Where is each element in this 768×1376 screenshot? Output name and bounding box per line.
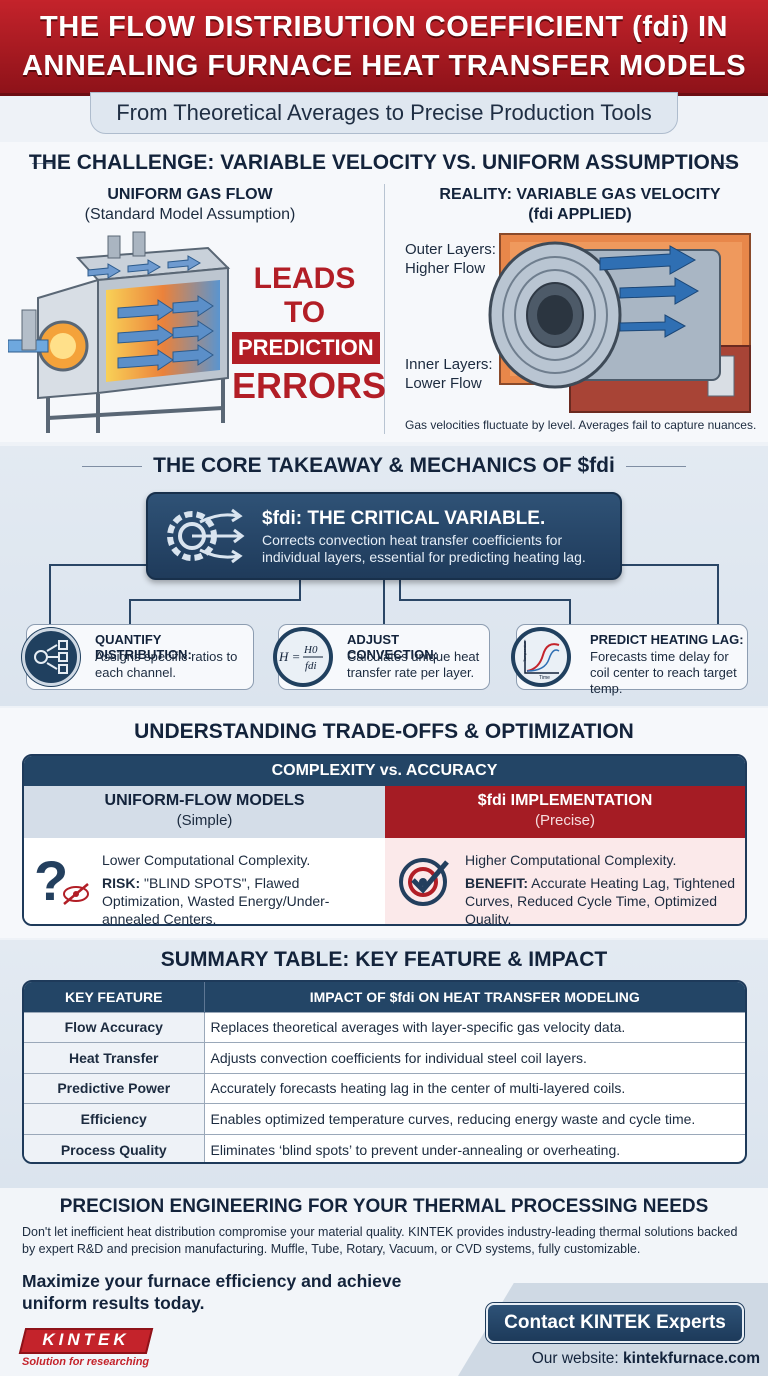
outer-layers-label: Outer Layers: Higher Flow xyxy=(405,240,496,278)
distribution-icon xyxy=(22,628,80,686)
gear-flow-icon xyxy=(167,508,245,564)
website-line: Our website: kintekfurnace.com xyxy=(470,1350,760,1368)
website-link[interactable]: kintekfurnace.com xyxy=(623,1350,760,1367)
coil-illustration xyxy=(488,233,751,413)
card-predict-title: PREDICT HEATING LAG: xyxy=(590,632,744,647)
connector-lines xyxy=(49,564,719,625)
logo-tagline: Solution for researching xyxy=(22,1356,150,1368)
fdi-implementation-title: $fdi IMPLEMENTATION xyxy=(477,792,653,809)
formula-denominator: fdi xyxy=(305,660,317,672)
fdi-implementation-body: Higher Computational Complexity. BENEFIT… xyxy=(385,838,745,926)
core-box-text: Corrects convection heat transfer coeffi… xyxy=(262,532,586,565)
contact-button[interactable]: Contact KINTEK Experts xyxy=(486,1303,744,1343)
inner-layers-label: Inner Layers: Lower Flow xyxy=(405,355,493,393)
uniform-complexity-text: Lower Computational Complexity. xyxy=(102,852,311,868)
benefit-text: Accurate Heating Lag, Tightened Curves, … xyxy=(465,875,736,926)
prediction-errors-callout: LEADS TO PREDICTION ERRORS xyxy=(232,262,387,406)
target-check-icon xyxy=(399,858,449,906)
col-key-feature: KEY FEATURE xyxy=(24,982,205,1012)
column-divider xyxy=(384,184,385,434)
fdi-implementation-sub: (Precise) xyxy=(534,812,595,829)
tradeoffs-table: COMPLEXITY vs. ACCURACY UNIFORM-FLOW MOD… xyxy=(22,754,747,926)
impact-cell: Enables optimized temperature curves, re… xyxy=(204,1103,745,1134)
feature-cell: Heat Transfer xyxy=(24,1042,205,1073)
feature-cell: Efficiency xyxy=(24,1103,205,1134)
title-line-2: ANNEALING FURNACE HEAT TRANSFER MODELS xyxy=(21,50,747,82)
card-quantify-title: QUANTIFY DISTRIBUTION: xyxy=(95,632,192,662)
divider xyxy=(714,163,736,164)
summary-heading: SUMMARY TABLE: KEY FEATURE & IMPACT xyxy=(160,948,608,971)
impact-cell: Replaces theoretical averages with layer… xyxy=(204,1011,745,1043)
footer-heading: PRECISION ENGINEERING FOR YOUR THERMAL P… xyxy=(59,1196,709,1217)
uniform-flow-subtitle: (Standard Model Assumption) xyxy=(84,206,296,223)
inner-layers-line1: Inner Layers: xyxy=(405,356,493,373)
logo-text: KINTEK xyxy=(42,1330,130,1349)
leads-to-text: LEADS TO xyxy=(253,262,356,329)
card-adjust-title: ADJUST CONVECTION: xyxy=(347,632,438,662)
divider xyxy=(32,163,54,164)
feature-cell: Process Quality xyxy=(24,1133,205,1162)
feature-cell: Flow Accuracy xyxy=(24,1011,205,1043)
risk-label: RISK: xyxy=(102,875,141,891)
divider xyxy=(82,466,142,467)
formula-lhs: H = xyxy=(278,649,300,664)
heating-curve-icon: Temperature Time xyxy=(512,628,570,686)
question-blind-icon: ? xyxy=(34,849,89,912)
outer-layers-line1: Outer Layers: xyxy=(405,241,496,258)
errors-text: ERRORS xyxy=(232,365,387,406)
uniform-models-body: ? Lower Computational Complexity. RISK: … xyxy=(24,838,385,926)
tradeoffs-table-head: COMPLEXITY vs. ACCURACY xyxy=(24,756,745,786)
tradeoffs-heading: UNDERSTANDING TRADE-OFFS & OPTIMIZATION xyxy=(134,720,634,743)
graph-y-label: Temperature xyxy=(522,639,527,662)
formula-icon: H = H0 fdi xyxy=(274,628,332,686)
uniform-models-header: UNIFORM-FLOW MODELS (Simple) xyxy=(24,786,385,838)
challenge-caption: Gas velocities fluctuate by level. Avera… xyxy=(405,418,757,432)
summary-table: KEY FEATURE IMPACT OF $fdi ON HEAT TRANS… xyxy=(22,980,747,1164)
impact-cell: Adjusts convection coefficients for indi… xyxy=(204,1042,745,1073)
impact-cell: Accurately forecasts heating lag in the … xyxy=(204,1072,745,1104)
core-box-title: $fdi: THE CRITICAL VARIABLE. xyxy=(262,508,546,529)
subtitle-ribbon xyxy=(90,92,678,134)
divider xyxy=(626,466,686,467)
reality-title: REALITY: VARIABLE GAS VELOCITY xyxy=(439,186,721,203)
page-title: THE FLOW DISTRIBUTION COEFFICIENT (fdi) … xyxy=(10,8,758,86)
impact-cell: Eliminates ‘blind spots’ to prevent unde… xyxy=(204,1133,745,1162)
inner-layers-line2: Lower Flow xyxy=(405,375,482,392)
fdi-benefit-text: BENEFIT: Accurate Heating Lag, Tightened… xyxy=(465,874,740,926)
formula-numerator: H0 xyxy=(303,644,318,656)
core-heading: THE CORE TAKEAWAY & MECHANICS OF $fdi xyxy=(153,454,615,477)
fdi-complexity-text: Higher Computational Complexity. xyxy=(465,852,677,868)
fdi-implementation-header: $fdi IMPLEMENTATION (Precise) xyxy=(385,786,745,838)
challenge-heading: THE CHALLENGE: VARIABLE VELOCITY VS. UNI… xyxy=(28,151,740,174)
page-subtitle: From Theoretical Averages to Precise Pro… xyxy=(116,100,652,125)
risk-text: "BLIND SPOTS", Flawed Optimization, Wast… xyxy=(102,875,330,926)
website-label: Our website: xyxy=(531,1350,624,1367)
footer-text: Don't let inefficient heat distribution … xyxy=(22,1225,738,1256)
title-line-1: THE FLOW DISTRIBUTION COEFFICIENT (fdi) … xyxy=(40,11,728,43)
prediction-text: PREDICTION xyxy=(232,332,380,364)
summary-header-row: KEY FEATURE IMPACT OF $fdi ON HEAT TRANS… xyxy=(24,982,745,1012)
card-adjust-text: Calculates unique heat transfer rate per… xyxy=(347,649,480,680)
benefit-label: BENEFIT: xyxy=(465,875,528,891)
uniform-furnace-illustration xyxy=(8,231,231,433)
feature-cell: Predictive Power xyxy=(24,1072,205,1104)
svg-text:?: ? xyxy=(34,849,68,912)
card-quantify-text: Assigns specific ratios to each channel. xyxy=(95,649,238,680)
uniform-models-title: UNIFORM-FLOW MODELS xyxy=(104,792,305,809)
footer-cta: Maximize your furnace efficiency and ach… xyxy=(22,1271,402,1313)
uniform-flow-title: UNIFORM GAS FLOW xyxy=(107,186,273,203)
col-impact: IMPACT OF $fdi ON HEAT TRANSFER MODELING xyxy=(204,982,745,1012)
card-predict-text: Forecasts time delay for coil center to … xyxy=(590,649,737,696)
outer-layers-line2: Higher Flow xyxy=(405,260,486,277)
graph-x-label: Time xyxy=(539,675,550,681)
reality-subtitle: (fdi APPLIED) xyxy=(528,206,632,223)
uniform-risk-text: RISK: "BLIND SPOTS", Flawed Optimization… xyxy=(102,874,380,926)
uniform-models-sub: (Simple) xyxy=(176,812,233,829)
